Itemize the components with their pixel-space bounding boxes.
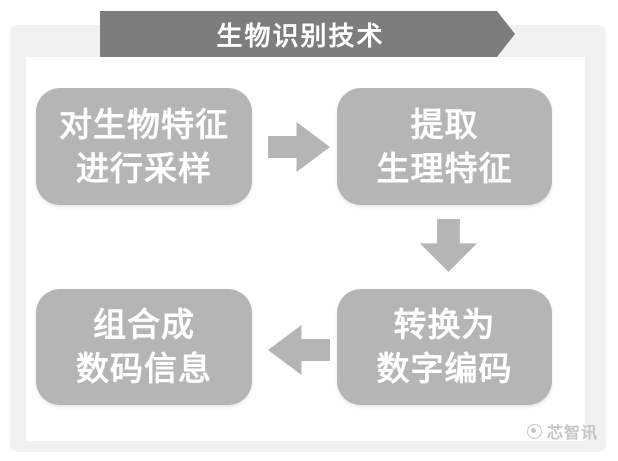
node-label-line: 生理特征 (376, 149, 513, 187)
node-label-line: 提取 (410, 105, 479, 143)
node-label-line: 对生物特征 (59, 105, 229, 143)
watermark-text: 芯智讯 (547, 425, 599, 442)
node-label-line: 进行采样 (76, 149, 212, 187)
watermark: 芯智讯 (527, 419, 598, 443)
diagram-title: 生物识别技术 (216, 20, 385, 51)
node-label-line: 数字编码 (376, 350, 513, 387)
node-convert-to-code: 转换为 数字编码 (337, 289, 552, 405)
title-banner: 生物识别技术 (100, 11, 515, 57)
node-sample-features: 对生物特征 进行采样 (36, 88, 252, 205)
node-label-line: 组合成 (93, 306, 195, 344)
node-combine-info: 组合成 数码信息 (36, 289, 252, 405)
node-extract-features: 提取 生理特征 (337, 88, 552, 205)
watermark-logo-icon (527, 423, 542, 439)
node-label-line: 转换为 (393, 306, 496, 344)
node-label-line: 数码信息 (76, 350, 212, 387)
